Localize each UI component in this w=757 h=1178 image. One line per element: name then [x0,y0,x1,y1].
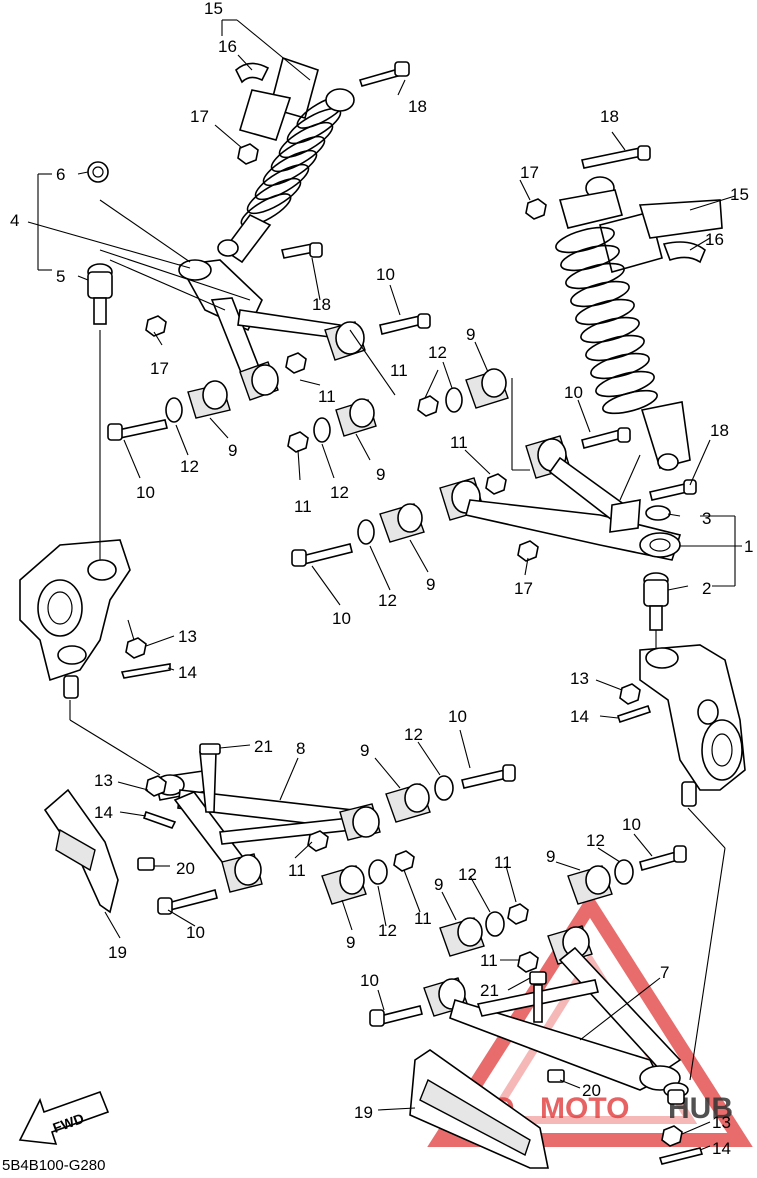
callout-11: 11 [390,361,408,380]
left-shock-absorber [217,56,410,264]
callout-4: 4 [10,211,19,230]
callout-12: 12 [378,591,397,610]
callout-20: 20 [176,859,195,878]
callout-labels: 15 16 17 18 6 4 5 17 18 10 9 12 11 11 9 … [10,0,753,1158]
left-upper-arm-hardware [107,313,431,453]
callout-12: 12 [404,725,423,744]
callout-16: 16 [218,37,237,56]
callout-10: 10 [622,815,641,834]
callout-10: 10 [448,707,467,726]
left-ball-joint [87,161,113,325]
leader-lines [27,19,742,1151]
callout-21: 21 [480,981,499,1000]
callout-9: 9 [546,847,555,866]
callout-16: 16 [705,230,724,249]
callout-9: 9 [426,575,435,594]
callout-18: 18 [710,421,729,440]
callout-18: 18 [408,97,427,116]
left-lower-arm-hardware [321,764,516,905]
lower-right-hardware [658,1082,704,1165]
callout-10: 10 [376,265,395,284]
callout-15: 15 [730,185,749,204]
left-steering-knuckle [19,539,171,699]
right-steering-knuckle [616,644,746,807]
callout-12: 12 [330,483,349,502]
callout-2: 2 [702,579,711,598]
callout-14: 14 [570,707,589,726]
fwd-arrow-icon [18,1090,110,1145]
right-ball-joint [643,572,669,631]
callout-9: 9 [360,741,369,760]
callout-21: 21 [254,737,273,756]
callout-11: 11 [494,853,512,872]
callout-9: 9 [346,933,355,952]
callout-14: 14 [178,663,197,682]
callout-9: 9 [228,441,237,460]
callout-5: 5 [56,267,65,286]
callout-13: 13 [178,627,197,646]
callout-17: 17 [150,359,169,378]
callout-8: 8 [296,739,305,758]
right-lower-arm-hardware [439,845,687,957]
callout-11: 11 [480,951,498,970]
callout-10: 10 [332,609,351,628]
callout-12: 12 [586,831,605,850]
callout-12: 12 [428,343,447,362]
right-lower-arm [369,925,682,1091]
callout-11: 11 [294,497,312,516]
right-guard [409,1049,549,1169]
callout-12: 12 [180,457,199,476]
callout-20: 20 [582,1081,601,1100]
callout-11: 11 [318,387,336,406]
right-upper-arm-hardware [291,503,425,567]
left-lower-arm [137,743,381,915]
callout-9: 9 [466,325,475,344]
watermark-text-moto: MOTO [540,1092,629,1125]
left-guard [43,788,119,914]
callout-13: 13 [94,771,113,790]
callout-6: 6 [56,165,65,184]
callout-10: 10 [360,971,379,990]
right-upper-arm [417,368,697,562]
callout-18: 18 [312,295,331,314]
callout-14: 14 [712,1139,731,1158]
callout-11: 11 [450,433,468,452]
callout-10: 10 [564,383,583,402]
callout-17: 17 [514,579,533,598]
callout-3: 3 [702,509,711,528]
callout-10: 10 [186,923,205,942]
drawing-code: 5B4B100-G280 [2,1157,105,1173]
callout-14: 14 [94,803,113,822]
callout-18: 18 [600,107,619,126]
callout-15: 15 [204,0,223,18]
callout-12: 12 [378,921,397,940]
callout-11: 11 [288,861,306,880]
callout-19: 19 [354,1103,373,1122]
callout-17: 17 [520,163,539,182]
right-shock-absorber [525,145,723,471]
callout-1: 1 [744,537,753,556]
callout-9: 9 [376,465,385,484]
callout-13: 13 [570,669,589,688]
callout-7: 7 [660,963,669,982]
callout-10: 10 [136,483,155,502]
callout-9: 9 [434,875,443,894]
callout-19: 19 [108,943,127,962]
callout-17: 17 [190,107,209,126]
left-upper-arm [145,242,366,401]
callout-11: 11 [414,909,432,928]
callout-13: 13 [712,1113,731,1132]
callout-12: 12 [458,865,477,884]
